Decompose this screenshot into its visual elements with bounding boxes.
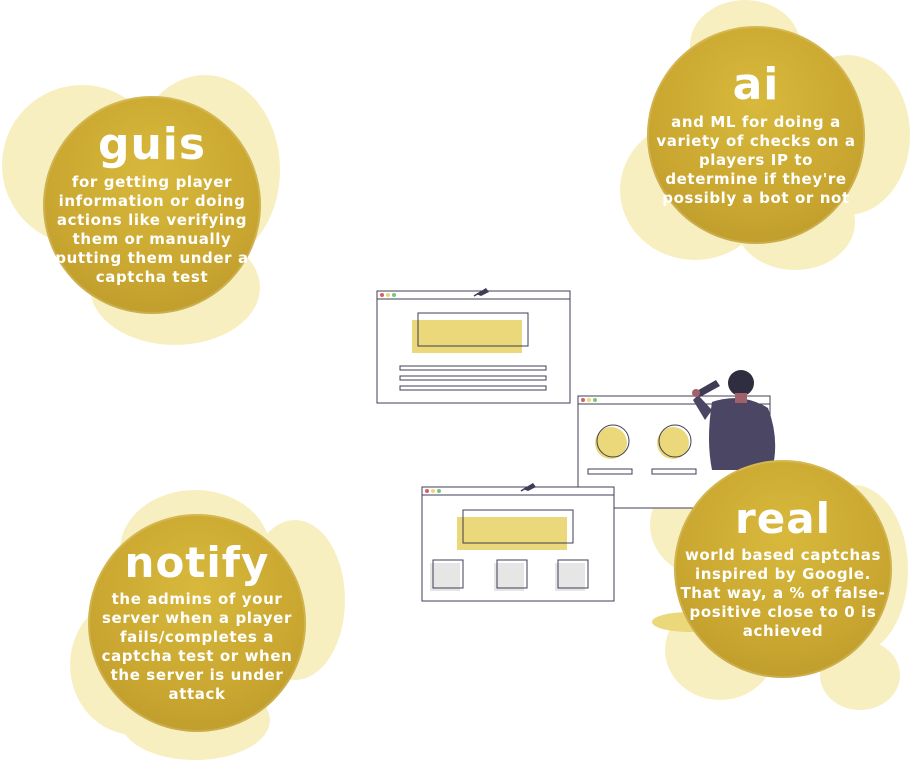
feature-title: ai xyxy=(732,58,780,110)
browser-window-top xyxy=(376,290,571,404)
browser-window-bottom xyxy=(421,486,615,602)
pushpin-icon xyxy=(520,483,536,492)
feature-description: world based captchas inspired by Google.… xyxy=(680,545,886,640)
feature-real: real world based captchas inspired by Go… xyxy=(674,460,892,678)
feature-title: notify xyxy=(124,538,270,587)
feature-description: and ML for doing a variety of checks on … xyxy=(656,112,856,207)
feature-notify: notify the admins of your server when a … xyxy=(88,514,306,732)
pushpin-icon xyxy=(473,288,489,297)
feature-title: guis xyxy=(97,119,207,170)
feature-guis: guis for getting player information or d… xyxy=(43,96,261,314)
feature-ai: ai and ML for doing a variety of checks … xyxy=(647,26,865,244)
feature-description: for getting player information or doing … xyxy=(55,173,249,286)
feature-description: the admins of your server when a player … xyxy=(101,590,293,703)
feature-title: real xyxy=(735,493,831,543)
